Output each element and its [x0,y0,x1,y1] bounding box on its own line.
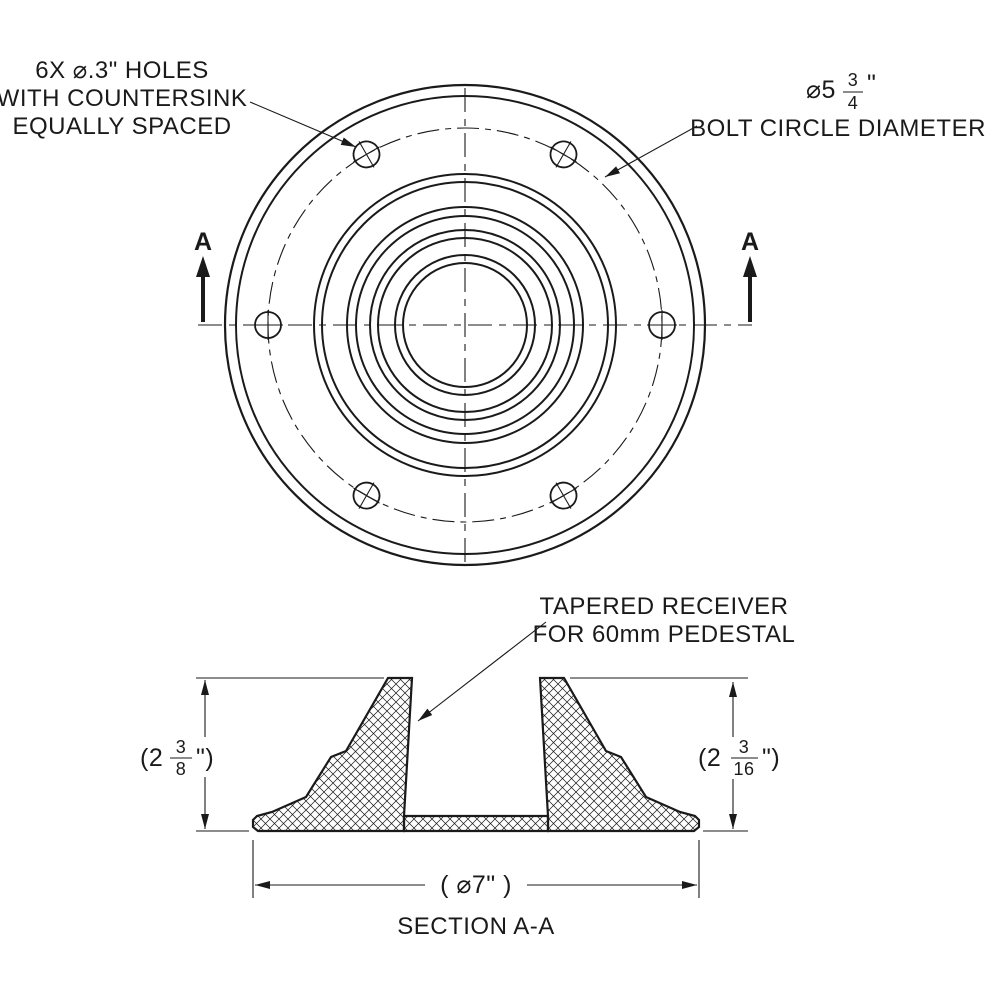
mounting-holes [253,140,677,510]
bolt-note-line2: BOLT CIRCLE DIAMETER [690,115,986,142]
mounting-hole [549,481,578,510]
dim-left-numerator: 3 [176,737,187,757]
bolt-note-prefix: ⌀5 [806,76,836,104]
section-view: TAPERED RECEIVER FOR 60mm PEDESTAL (2 3 … [140,593,795,940]
boss-inner-circle [321,181,609,469]
dim-left-open: (2 [140,744,163,772]
dimension-height-left: (2 3 8 ") [140,677,384,832]
dim-right-open: (2 [698,744,721,772]
flange-outer-circle [223,83,707,567]
mounting-hole [352,481,381,510]
holes-note-line1: 6X ⌀.3" HOLES [35,57,209,84]
bore-circle [402,262,528,388]
mounting-hole [352,140,381,169]
section-right-wall [538,676,701,833]
flange-edge-circle [235,95,695,555]
dim-left-close: ") [196,744,214,772]
hub-ring-1 [346,206,584,444]
holes-leader-line [249,101,357,148]
dim-left-denominator: 8 [176,759,187,779]
bore-chamfer-circle [394,254,536,396]
section-marker-a-left: A [194,228,212,256]
dimension-diameter-bottom: ( ⌀7" ) [252,840,700,899]
section-marker-a-right: A [741,228,759,256]
boss-outer-circle [313,173,617,477]
dim-right-numerator: 3 [739,737,750,757]
section-bottom-plate [402,814,550,833]
holes-callout: 6X ⌀.3" HOLES WITH COUNTERSINK EQUALLY S… [0,57,357,148]
top-view: A A 6X ⌀.3" HOLES WITH COUNTERSINK EQUAL… [0,57,986,567]
holes-note-line2: WITH COUNTERSINK [0,85,247,112]
receiver-callout: TAPERED RECEIVER FOR 60mm PEDESTAL [417,593,796,722]
section-left-wall [251,676,414,833]
mounting-hole [647,310,677,340]
section-arrowhead [196,256,210,277]
bolt-note-frac-numerator: 3 [848,70,859,90]
receiver-note-line1: TAPERED RECEIVER [540,593,789,620]
bolt-note-suffix: " [867,70,876,98]
section-arrowhead [743,256,757,277]
hub-ring-4 [377,237,553,413]
section-arrow-left: A [194,228,212,322]
mounting-hole [253,310,283,340]
bolt-circle-callout: ⌀5 3 4 " BOLT CIRCLE DIAMETER [604,70,986,178]
receiver-leader-line [417,621,547,722]
dim-right-close: ") [762,744,780,772]
hub-ring-3 [369,229,561,421]
mounting-hole [549,140,578,169]
bolt-circle-leader-line [604,125,698,178]
holes-note-line3: EQUALLY SPACED [12,113,231,140]
receiver-note-line2: FOR 60mm PEDESTAL [533,621,796,648]
section-title: SECTION A-A [397,913,555,940]
dim-right-denominator: 16 [733,759,754,779]
hub-ring-2 [355,215,575,435]
bolt-note-frac-denominator: 4 [848,93,859,113]
dimension-height-right: (2 3 16 ") [570,677,780,832]
section-arrow-right: A [741,228,759,322]
dim-bottom-label: ( ⌀7" ) [440,871,512,899]
